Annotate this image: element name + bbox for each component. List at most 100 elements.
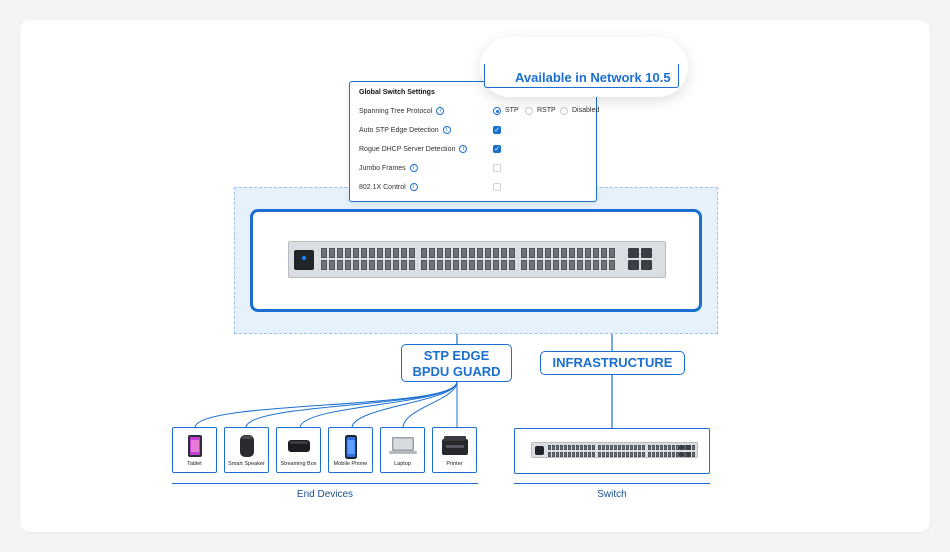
sfp-port [628,260,639,270]
setting-label: 802.1X Control [359,183,406,191]
switch-port [606,452,609,457]
switch-port [521,248,527,258]
end-devices-label: End Devices [296,489,354,500]
switch-port [369,248,375,258]
switch-port [676,452,679,457]
device-label: Tablet [187,461,202,467]
switch-port [626,445,629,450]
switch-port [537,248,543,258]
info-icon[interactable]: i [436,107,445,115]
switch-port [560,452,563,457]
switch-port [584,445,587,450]
switch-port [588,445,591,450]
rogue-dhcp-checkbox[interactable]: ✓ [493,145,501,153]
sfp-port [686,452,691,457]
switch-port [568,452,571,457]
switch-port [576,452,579,457]
switch-port [321,260,327,270]
switch-port [580,445,583,450]
switch-port [485,248,491,258]
switch-port [622,452,625,457]
device-label: Mobile Phone [333,461,368,467]
switch-port [634,445,637,450]
main-switch-image [288,241,666,278]
stp-radio[interactable] [493,107,501,115]
switch-port [493,248,499,258]
device-laptop[interactable]: Laptop [380,427,425,473]
switch-port [421,248,427,258]
switch-port [569,260,575,270]
switch-port [577,260,583,270]
availability-badge: Available in Network 10.5 [480,37,688,97]
switch-port [556,445,559,450]
switch-port [626,452,629,457]
switch-port [676,445,679,450]
switch-port [672,452,675,457]
switch-port [692,452,695,457]
switch-port [630,452,633,457]
switch-port [652,452,655,457]
sfp-port [679,445,684,450]
switch-port [656,445,659,450]
switch-port [618,445,621,450]
switch-port [501,260,507,270]
switch-port [648,445,651,450]
switch-port [393,248,399,258]
switch-port [337,260,343,270]
streaming-box-icon [287,440,310,452]
availability-text: Available in Network 10.5 [515,70,671,85]
switch-port [329,260,335,270]
device-tablet[interactable]: Tablet [172,427,217,473]
device-label: Printer [446,461,463,467]
switch-port [529,248,535,258]
switch-port [361,248,367,258]
device-streaming-box[interactable]: Streaming Box [276,427,321,473]
switch-port [377,248,383,258]
switch-port [569,248,575,258]
switch-port [610,452,613,457]
info-icon[interactable]: i [409,164,418,172]
mobile-phone-icon [344,435,357,459]
info-icon[interactable]: i [409,183,418,191]
switch-port [353,260,359,270]
disabled-radio[interactable] [560,107,568,115]
switch-port [648,452,651,457]
jumbo-frames-checkbox[interactable] [493,164,501,172]
switch-port [672,445,675,450]
info-icon[interactable]: i [459,145,468,153]
setting-label: Auto STP Edge Detection [359,126,439,134]
rstp-radio-label: RSTP [537,107,556,114]
end-devices-divider [172,483,478,484]
switch-port [601,248,607,258]
device-printer[interactable]: Printer [432,427,477,473]
device-smart-speaker[interactable]: Smart Speaker [224,427,269,473]
switch-port [553,260,559,270]
auto-stp-edge-checkbox[interactable]: ✓ [493,126,501,134]
switch-port [385,248,391,258]
global-switch-settings-panel: Global Switch Settings Spanning Tree Pro… [349,81,599,202]
switch-port [353,248,359,258]
switch-port [393,260,399,270]
switch-port [361,260,367,270]
switch-port [668,445,671,450]
switch-port [545,248,551,258]
switch-port [369,260,375,270]
switch-port [585,260,591,270]
switch-port [529,260,535,270]
switch-port [664,452,667,457]
switch-port [377,260,383,270]
8021x-checkbox[interactable] [493,183,501,191]
switch-port [609,248,615,258]
stp-label-line1: STP EDGE [423,348,490,363]
sfp-port [641,248,652,258]
switch-port [552,445,555,450]
switch-port [602,445,605,450]
rstp-radio[interactable] [525,107,533,115]
switch-port [638,452,641,457]
info-icon[interactable]: i [442,126,451,134]
device-mobile-phone[interactable]: Mobile Phone [328,427,373,473]
switch-port [561,260,567,270]
